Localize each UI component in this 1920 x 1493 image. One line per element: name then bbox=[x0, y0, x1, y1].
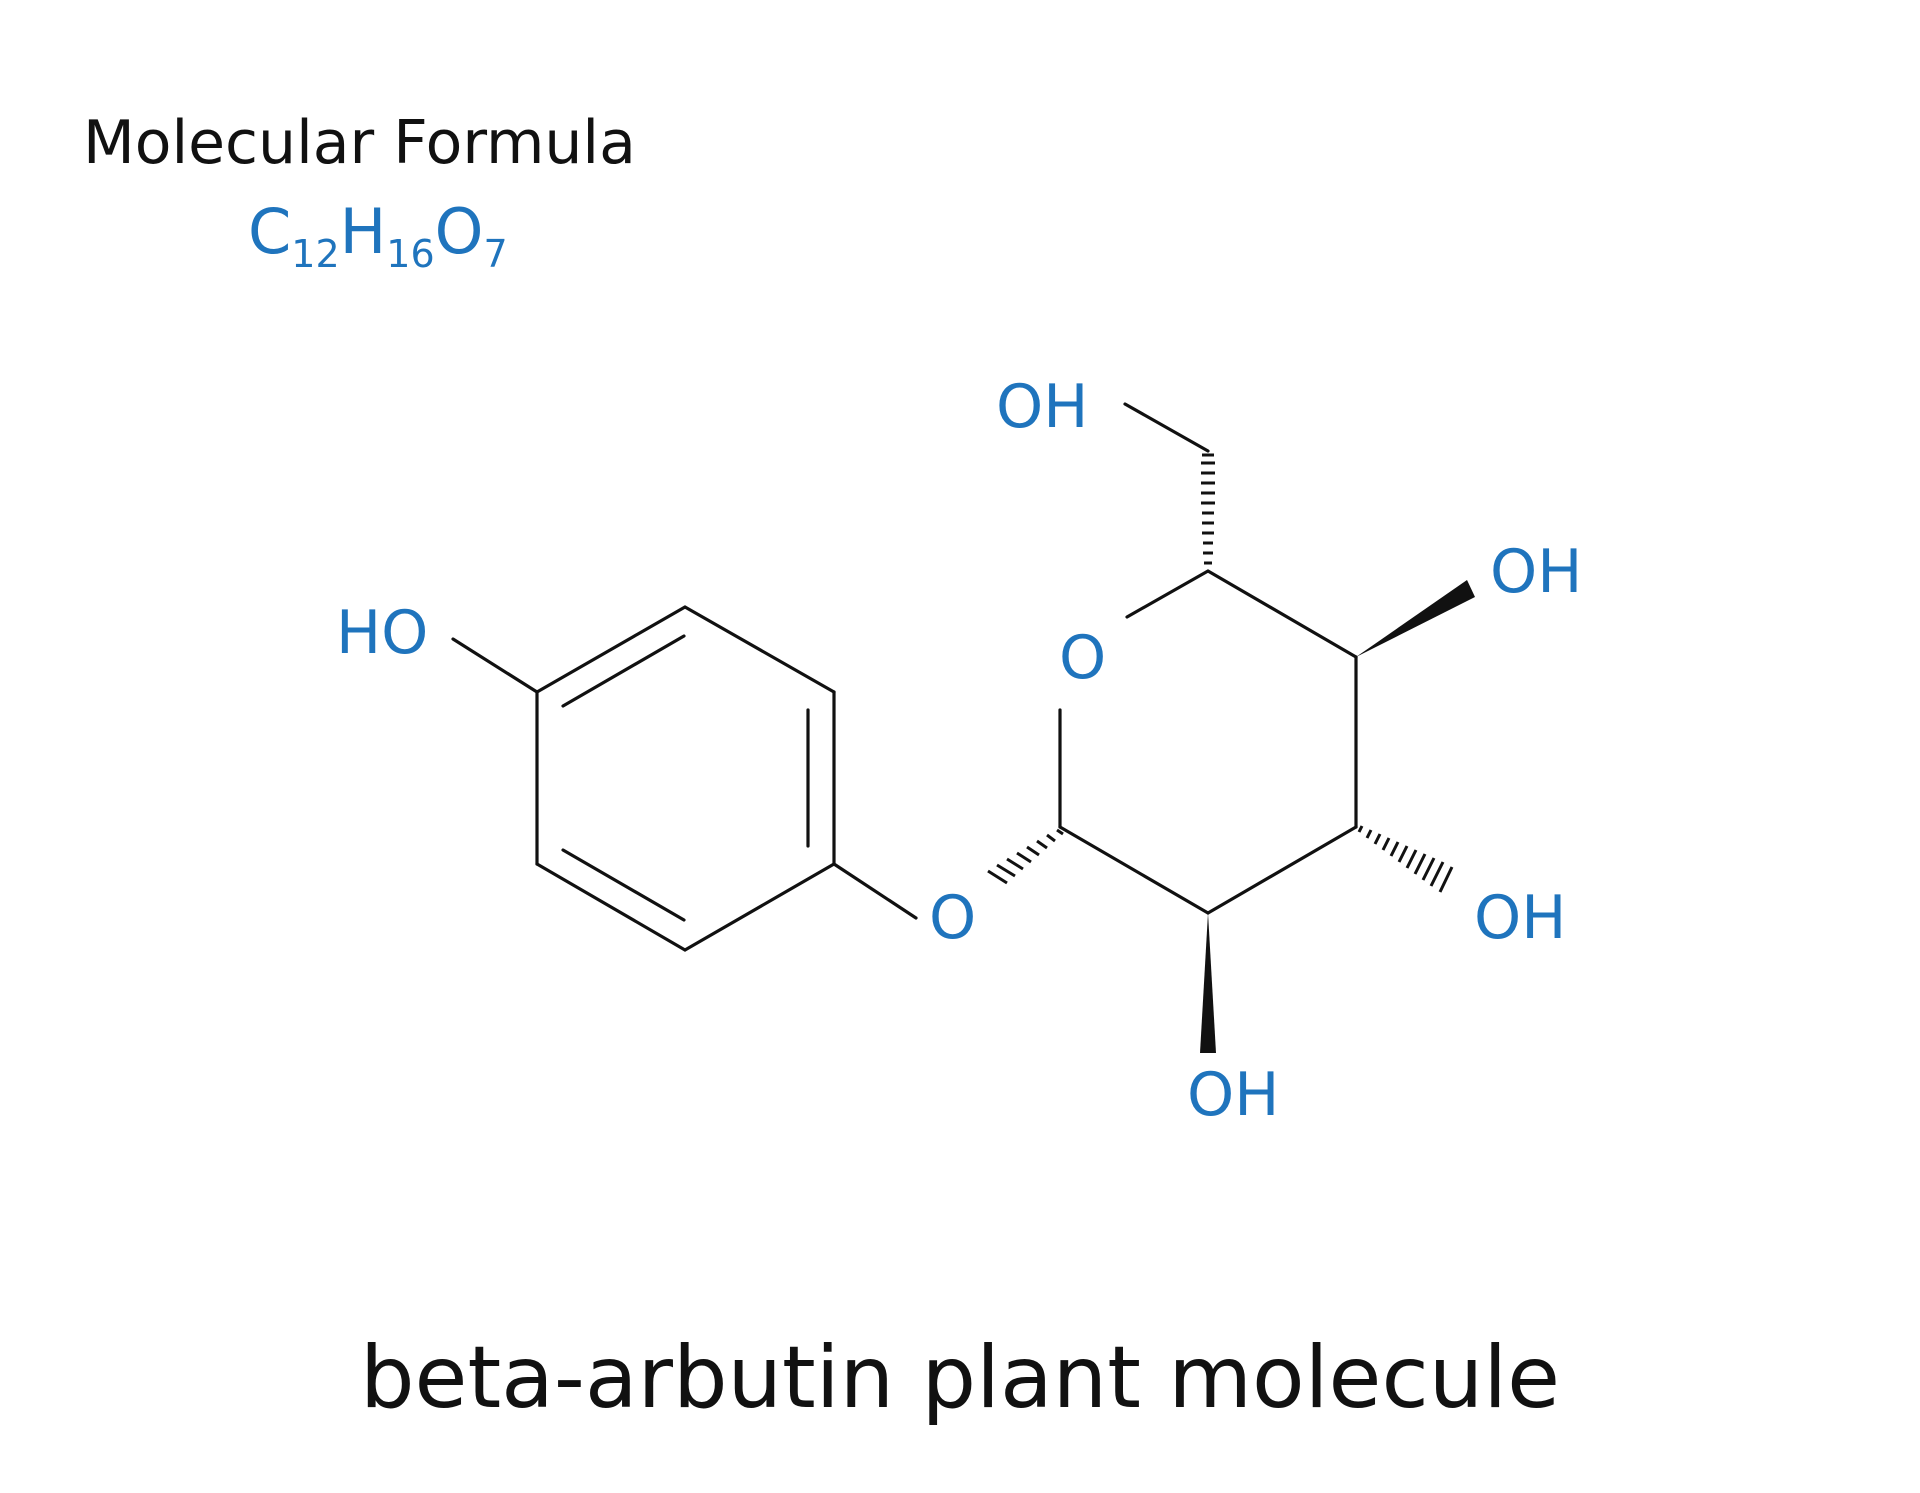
formula-c-count: 12 bbox=[291, 232, 340, 276]
benzene-double-bond-3 bbox=[561, 848, 686, 922]
c5-ch2-hashed-bond bbox=[1201, 453, 1215, 565]
phenol-hydroxyl-label: HO bbox=[336, 598, 429, 668]
c2-oh-wedge-bond bbox=[1200, 913, 1216, 1053]
c2-hydroxyl-label: OH bbox=[1187, 1060, 1280, 1130]
benzene-double-bond-1 bbox=[561, 634, 686, 708]
molecule-caption: beta-arbutin plant molecule bbox=[359, 1328, 1561, 1428]
aryl-ether-bond bbox=[832, 862, 918, 920]
c3-oh-hashed-bond bbox=[1357, 825, 1454, 893]
phenol-o-bond bbox=[451, 637, 539, 694]
molecular-formula: C12H16O7 bbox=[248, 195, 508, 273]
formula-o: O bbox=[434, 195, 484, 268]
benzene-bond-4 bbox=[535, 862, 687, 952]
formula-h-count: 16 bbox=[386, 232, 435, 276]
c3-hydroxyl-label: OH bbox=[1474, 883, 1567, 953]
formula-h: H bbox=[339, 195, 387, 268]
pyranose-c3-c2-bond bbox=[1206, 825, 1358, 915]
ring-oxygen-label: O bbox=[1059, 623, 1107, 693]
benzene-bond-6 bbox=[535, 605, 687, 694]
c1-glycosidic-hashed-bond bbox=[987, 828, 1064, 885]
c4-hydroxyl-label: OH bbox=[1490, 537, 1583, 607]
benzene-bond-1 bbox=[683, 605, 836, 694]
pyranose-c5-c4-bond bbox=[1206, 569, 1358, 659]
pyranose-o5-c5-bond bbox=[1125, 569, 1210, 619]
benzene-bond-3 bbox=[683, 862, 836, 952]
ch2-hydroxyl-label: OH bbox=[996, 372, 1089, 442]
ch2-oh-bond bbox=[1123, 402, 1210, 453]
ether-oxygen-label: O bbox=[929, 883, 977, 953]
pyranose-c2-c1-bond bbox=[1058, 825, 1210, 915]
formula-c: C bbox=[248, 195, 292, 268]
c4-oh-wedge-bond bbox=[1356, 580, 1475, 657]
formula-label: Molecular Formula bbox=[83, 108, 636, 178]
formula-o-count: 7 bbox=[483, 232, 508, 276]
